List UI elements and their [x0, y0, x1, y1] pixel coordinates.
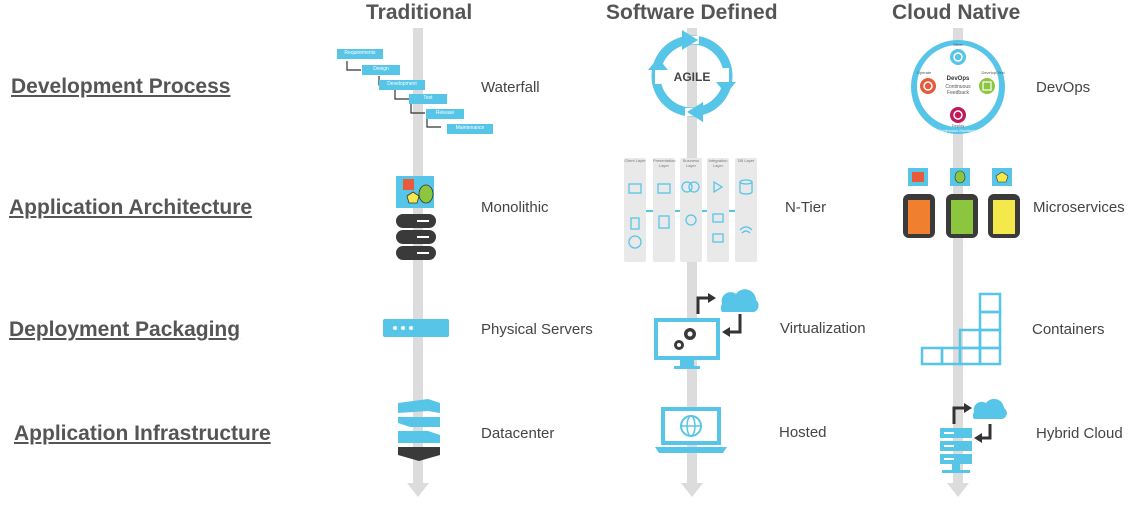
physical-servers-label: Physical Servers	[481, 321, 593, 338]
devops-step-develop-test: Develop/Test	[981, 70, 1005, 75]
hybrid-cloud-icon	[938, 394, 1008, 474]
waterfall-step-maintenance: Maintenance	[447, 124, 493, 134]
devops-step-operate: Operate	[916, 70, 932, 75]
ntier-layer-business-label: Business Layer	[682, 158, 700, 168]
waterfall-step-test: Test	[409, 94, 447, 104]
physical-server-leds	[393, 326, 413, 330]
virtualization-label: Virtualization	[780, 320, 866, 337]
hosted-icon	[655, 405, 727, 455]
ntier-layer-presentation-label: Presentation Layer	[653, 158, 676, 168]
hosted-graphic	[655, 407, 727, 453]
waterfall-diagram: Requirements Design Development Test Rel…	[335, 47, 500, 139]
waterfall-connectors	[346, 61, 441, 128]
microservices-graphic	[903, 168, 1020, 238]
ntier-layer-client-label: Client Layer	[624, 158, 646, 163]
row-label-application-architecture: Application Architecture	[9, 196, 253, 219]
devops-ring-label: Continuous Monitoring	[937, 128, 979, 133]
devops-step-steer: Steer	[953, 42, 963, 47]
devops-center-subtitle: Continuous Feedback	[945, 84, 971, 96]
datacenter-icon	[396, 399, 442, 461]
monolithic-icon	[393, 174, 439, 262]
microservices-label: Microservices	[1033, 199, 1125, 216]
containers-icon	[920, 292, 1004, 366]
datacenter-graphic	[398, 399, 440, 461]
microservices-icon	[900, 166, 1024, 240]
column-header-software-defined: Software Defined	[606, 1, 778, 24]
ntier-diagram: Client Layer Presentation Layer Business…	[621, 158, 759, 262]
waterfall-step-requirements: Requirements	[337, 49, 383, 59]
waterfall-step-development: Development	[379, 80, 425, 90]
hosted-label: Hosted	[779, 424, 827, 441]
row-label-development-process: Development Process	[11, 75, 231, 98]
devops-step-deploy: Deploy	[951, 123, 965, 128]
containers-label: Containers	[1032, 321, 1105, 338]
column-header-traditional: Traditional	[366, 1, 473, 24]
devops-label: DevOps	[1036, 79, 1091, 96]
physical-server-icon	[383, 319, 449, 337]
ntier-label: N-Tier	[785, 199, 827, 216]
devops-cycle: DevOps Continuous Feedback Steer Develop…	[906, 37, 1010, 137]
ntier-layer-business: Business Layer	[680, 158, 702, 262]
row-label-application-infrastructure: Application Infrastructure	[14, 422, 271, 445]
devops-center-title: DevOps	[946, 76, 970, 82]
agile-label: AGILE	[673, 70, 711, 84]
monolithic-graphic	[396, 176, 436, 260]
containers-graphic	[920, 292, 1002, 366]
datacenter-label: Datacenter	[481, 425, 555, 442]
virtualization-icon	[650, 284, 760, 374]
ntier-layer-db-label: DB Layer	[737, 158, 755, 163]
virtualization-graphic	[654, 289, 759, 369]
agile-cycle-arrows	[648, 30, 736, 122]
hybrid-cloud-graphic	[940, 398, 1007, 473]
ntier-layer-integration-label: Integration Layer	[708, 158, 728, 168]
row-label-deployment-packaging: Deployment Packaging	[9, 318, 241, 341]
agile-cycle: AGILE	[645, 30, 740, 122]
ntier-icons	[628, 179, 753, 249]
column-header-cloud-native: Cloud Native	[892, 1, 1021, 24]
monolithic-label: Monolithic	[481, 199, 549, 216]
waterfall-label: Waterfall	[481, 79, 540, 96]
waterfall-step-design: Design	[362, 65, 400, 75]
waterfall-step-release: Release	[426, 109, 464, 119]
hybrid-cloud-label: Hybrid Cloud	[1036, 425, 1123, 442]
devops-ring	[911, 40, 1005, 134]
